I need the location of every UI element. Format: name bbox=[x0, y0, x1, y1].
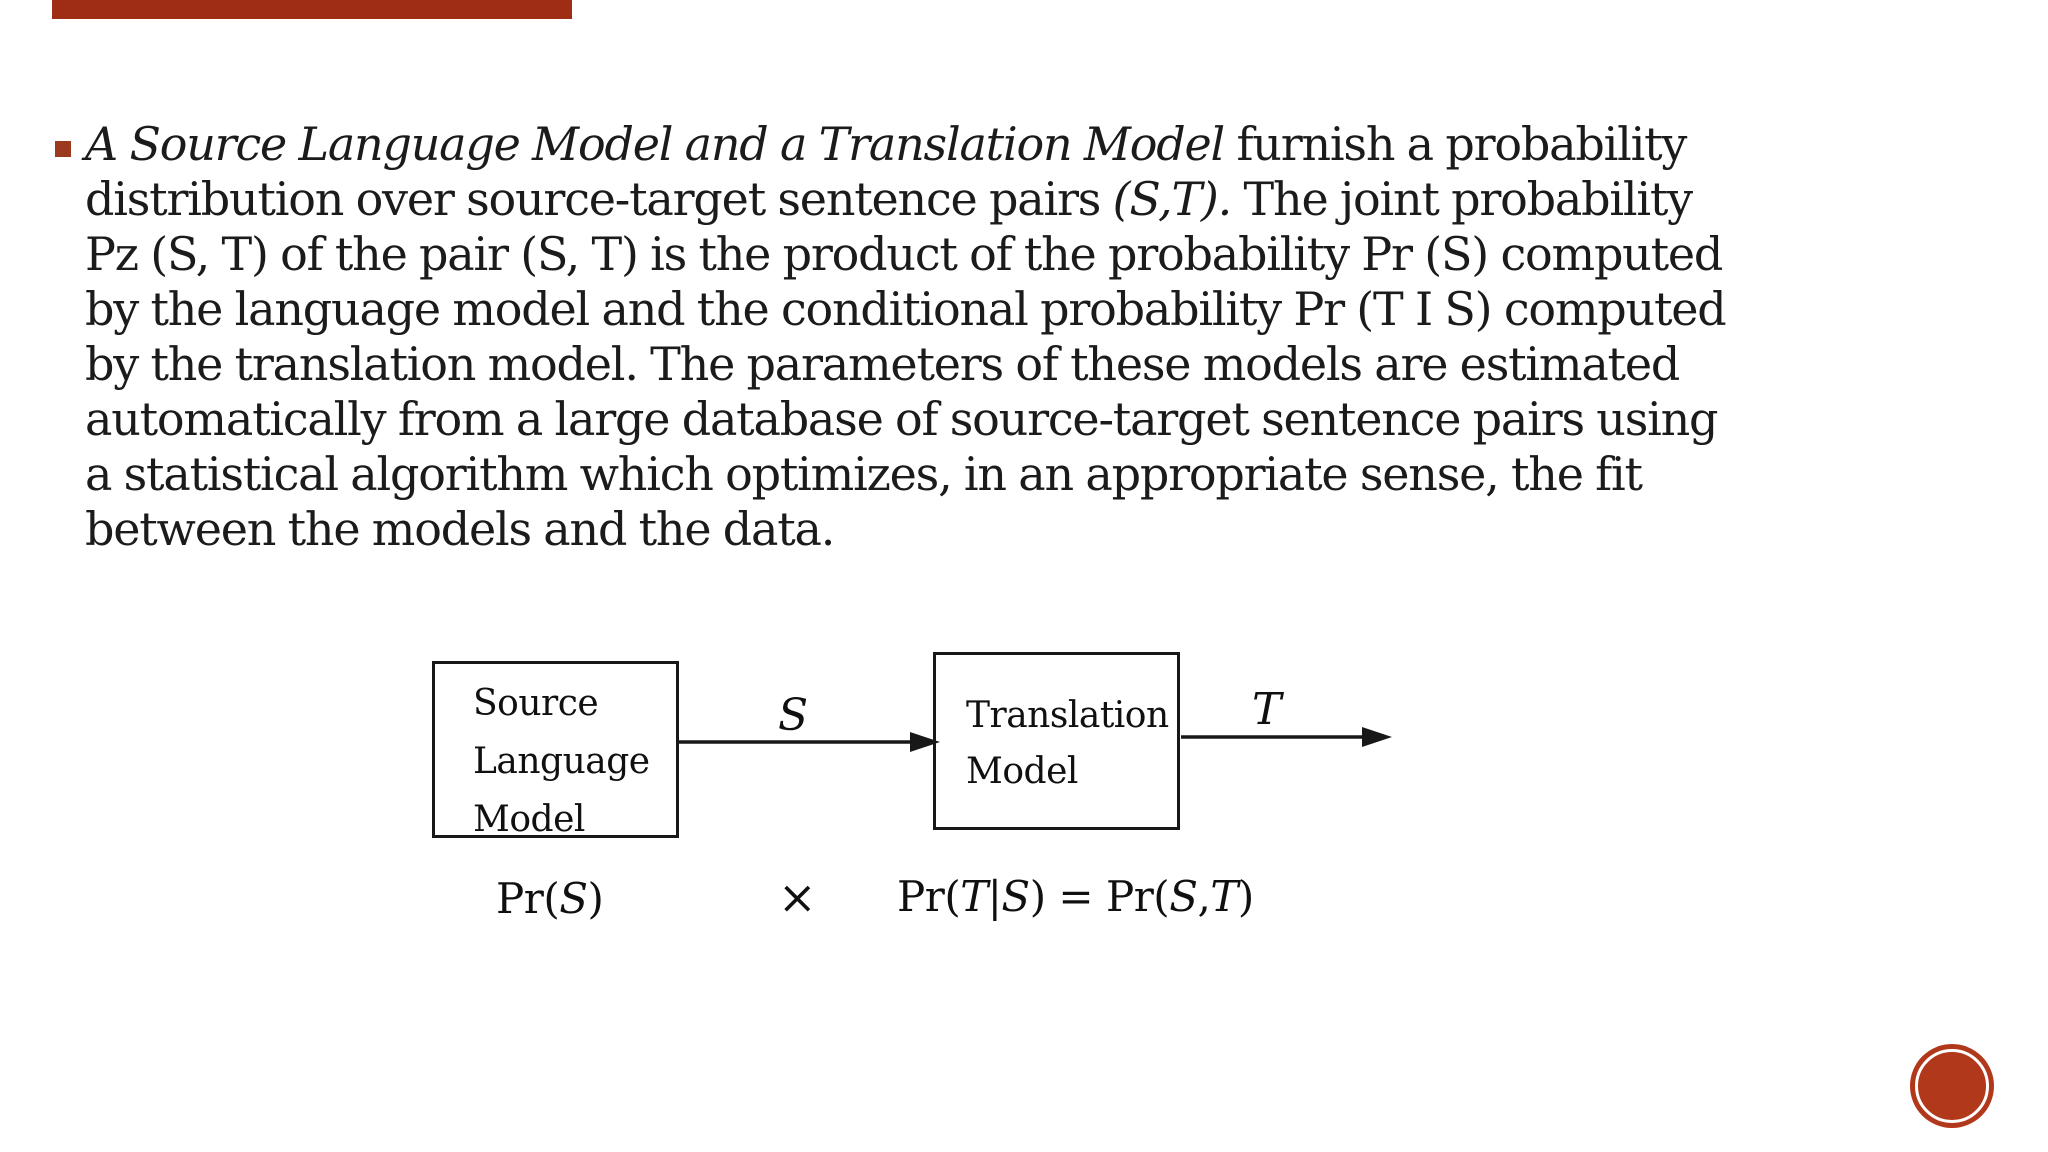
text-segment: furnish a probability bbox=[1224, 117, 1687, 171]
text-line: between the models and the data. bbox=[85, 502, 1726, 557]
text-segment: a statistical algorithm which optimizes,… bbox=[85, 447, 1643, 501]
formula-pr-ts: Pr(T|S) = Pr(S,T) bbox=[897, 872, 1254, 921]
text-segment: T bbox=[1210, 872, 1238, 921]
text-line: Pz (S, T) of the pair (S, T) is the prod… bbox=[85, 227, 1726, 282]
text-segment: | bbox=[987, 872, 1002, 921]
text-segment: automatically from a large database of s… bbox=[85, 392, 1718, 446]
text-line: A Source Language Model and a Translatio… bbox=[85, 117, 1726, 172]
text-segment: ) bbox=[587, 874, 604, 923]
t-flow-label: T bbox=[1252, 684, 1282, 735]
text-line: Model bbox=[966, 744, 1177, 800]
text-segment: Source bbox=[473, 683, 599, 724]
text-segment: Model bbox=[473, 799, 585, 840]
text-segment: Translation bbox=[966, 695, 1169, 736]
formula-pr-s: Pr(S) bbox=[496, 874, 604, 923]
badge-ring bbox=[1915, 1049, 1989, 1123]
text-segment: The joint probability bbox=[1231, 172, 1694, 226]
text-segment: ) bbox=[1237, 872, 1254, 921]
s-flow-label: S bbox=[778, 690, 809, 741]
text-line: a statistical algorithm which optimizes,… bbox=[85, 447, 1726, 502]
body-text: A Source Language Model and a Translatio… bbox=[85, 117, 1727, 557]
text-segment: S bbox=[559, 874, 588, 923]
text-line: Translation bbox=[966, 688, 1177, 744]
bullet-square-icon bbox=[55, 141, 71, 157]
text-line: Source bbox=[473, 675, 676, 733]
text-segment: , bbox=[1197, 872, 1211, 921]
text-segment: Pz (S, T) of the pair (S, T) is the prod… bbox=[85, 227, 1723, 281]
arrow-t-icon bbox=[1181, 727, 1392, 747]
text-line: Model bbox=[473, 791, 676, 849]
text-segment: Pr( bbox=[496, 874, 560, 923]
badge-circle bbox=[1910, 1044, 1994, 1128]
text-line: by the translation model. The parameters… bbox=[85, 337, 1726, 392]
text-line: distribution over source-target sentence… bbox=[85, 172, 1726, 227]
text-segment: (S,T). bbox=[1112, 172, 1233, 226]
text-segment: between the models and the data. bbox=[85, 502, 835, 556]
multiply-sign: × bbox=[778, 870, 817, 924]
text-segment: S bbox=[1001, 872, 1030, 921]
accent-bar bbox=[52, 0, 572, 19]
text-line: automatically from a large database of s… bbox=[85, 392, 1726, 447]
text-segment: Pr( bbox=[897, 872, 961, 921]
text-segment: ) = Pr( bbox=[1029, 872, 1170, 921]
text-segment: distribution over source-target sentence… bbox=[85, 172, 1113, 226]
text-segment: Model bbox=[966, 751, 1078, 792]
arrow-s-icon bbox=[679, 732, 940, 752]
text-segment: A Source Language Model and a Translatio… bbox=[85, 117, 1225, 171]
text-segment: T bbox=[960, 872, 988, 921]
text-line: Language bbox=[473, 733, 676, 791]
text-segment: Language bbox=[473, 741, 650, 782]
text-segment: by the translation model. The parameters… bbox=[85, 337, 1680, 391]
text-segment: by the language model and the conditiona… bbox=[85, 282, 1727, 336]
text-segment: S bbox=[1169, 872, 1198, 921]
text-line: by the language model and the conditiona… bbox=[85, 282, 1727, 337]
